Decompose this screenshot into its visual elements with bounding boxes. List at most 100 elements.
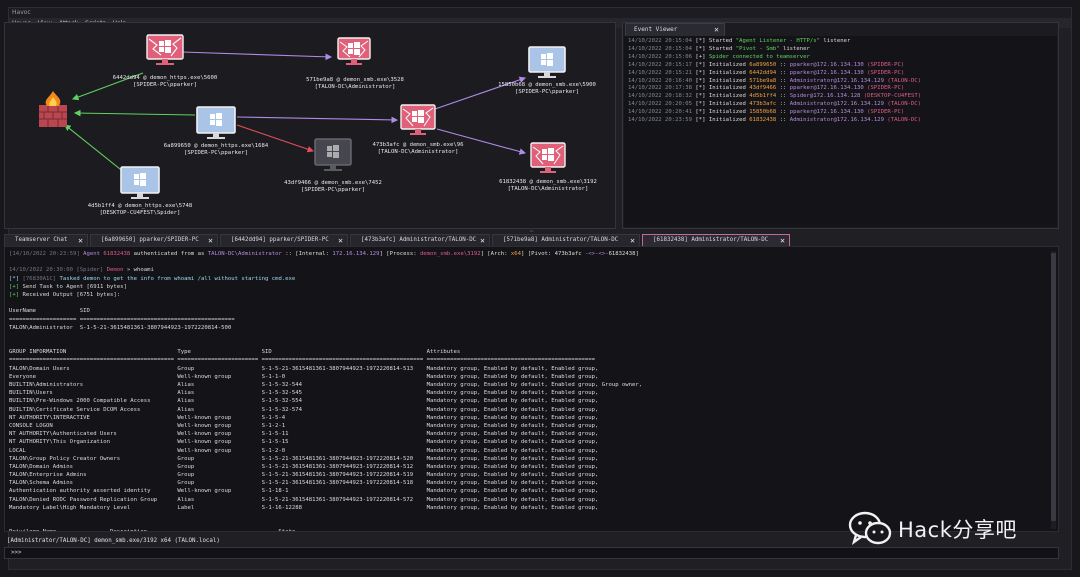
- session-tab[interactable]: [6442dd94] pparker/SPIDER-PC✕: [220, 234, 348, 246]
- splitter-handle[interactable]: ⋯: [530, 228, 534, 235]
- close-icon[interactable]: ✕: [714, 25, 719, 34]
- event-text: ::: [776, 69, 790, 76]
- event-text: Administrator@172.16.134.129: [789, 117, 884, 124]
- console-text: 172.16.134.129: [332, 251, 380, 257]
- event-marker: [*]: [695, 38, 709, 44]
- command-input[interactable]: [24, 550, 925, 556]
- event-text: (DESKTOP-CU4FEST): [860, 93, 922, 100]
- agent-console-output[interactable]: [14/10/2022 20:23:59] Agent 61832438 aut…: [4, 246, 1059, 532]
- console-text: [+]: [9, 291, 23, 298]
- console-text: Received Output [6751 bytes]:: [22, 291, 121, 298]
- agent-node-4d5b1ff4[interactable]: [120, 166, 160, 199]
- agent-node-43df9466[interactable]: [314, 138, 352, 171]
- scrollbar-thumb[interactable]: [1051, 253, 1056, 521]
- session-tab-label: [473b3afc] Administrator/TALON-DC: [361, 237, 477, 243]
- close-icon[interactable]: ✕: [480, 236, 485, 245]
- agent-node-6442dd94[interactable]: [146, 34, 184, 65]
- console-line: NT AUTHORITY\This Organization Well-know…: [9, 438, 1046, 446]
- console-text: UserName SID: [9, 308, 90, 315]
- console-line: LOCAL Well-known group S-1-2-0 Mandatory…: [9, 447, 1046, 455]
- console-text: ] [Process:: [379, 251, 420, 257]
- event-marker: [*]: [695, 109, 709, 116]
- session-tab[interactable]: [473b3afc] Administrator/TALON-DC✕: [350, 234, 490, 246]
- event-timestamp: 14/10/2022 20:15:06: [628, 53, 696, 60]
- agent-node-473b3afc[interactable]: [400, 104, 436, 135]
- agent-status-line: [Administrator/TALON-DC] demon_smb.exe/3…: [7, 538, 220, 544]
- agent-node-6a899650[interactable]: [196, 106, 236, 139]
- event-marker: [*]: [695, 45, 709, 52]
- session-tab[interactable]: Teamserver Chat ✕: [4, 234, 88, 246]
- event-timestamp: 14/10/2022 20:16:40: [628, 77, 696, 84]
- console-text: TALON-DC\Administrator: [207, 251, 282, 257]
- close-icon[interactable]: ✕: [780, 236, 785, 245]
- console-line: Everyone Well-known group S-1-1-0 Mandat…: [9, 373, 1046, 381]
- event-text: 6a899650: [749, 61, 777, 68]
- event-log[interactable]: 14/10/2022 20:15:04 [*] Started "Agent L…: [624, 36, 1057, 227]
- console-text: TALON\Administrator S-1-5-21-3615481361-…: [9, 324, 232, 331]
- session-tab[interactable]: [6a899650] pparker/SPIDER-PC✕: [90, 234, 218, 246]
- node-label-473b3afc: 473b3afc @ demon_smb.exe\96 [TALON-DC\Ad…: [372, 142, 464, 155]
- close-icon[interactable]: ✕: [630, 236, 635, 245]
- session-tab[interactable]: [61832438] Administrator/TALON-DC✕: [642, 234, 790, 246]
- close-icon[interactable]: ✕: [338, 236, 343, 245]
- console-line: TALON\Domain Users Group S-1-5-21-361548…: [9, 365, 1046, 373]
- event-text: Initialized: [708, 117, 750, 124]
- console-line: [*] [76830A1C] Tasked demon to get the i…: [9, 275, 1046, 283]
- event-text: Initialized: [708, 77, 750, 84]
- console-text: TALON\Group Policy Creator Owners Group …: [9, 455, 599, 462]
- agent-node-15850b68[interactable]: [528, 46, 566, 78]
- session-graph-canvas: [39, 34, 566, 199]
- event-log-line: 14/10/2022 20:15:04 [*] Started "Agent L…: [628, 38, 1053, 46]
- console-text: authenticated from as: [130, 251, 208, 257]
- agent-node-571be9a8[interactable]: [337, 37, 371, 65]
- event-text: ::: [776, 93, 790, 100]
- console-text: 61832438]: [608, 251, 639, 257]
- event-text: pparker@172.16.134.130: [789, 61, 864, 68]
- session-graph[interactable]: 6442dd94 @ demon_https.exe\5600 [SPIDER-…: [4, 22, 616, 229]
- console-text: -<>-<>-: [584, 251, 609, 257]
- console-line: NT AUTHORITY\Authenticated Users Well-kn…: [9, 430, 1046, 438]
- event-log-line: 14/10/2022 20:15:17 [*] Initialized 6a89…: [628, 62, 1053, 70]
- console-text: ==================== ===================…: [9, 316, 235, 323]
- event-timestamp: 14/10/2022 20:15:21: [628, 69, 696, 76]
- console-line: TALON\Administrator S-1-5-21-3615481361-…: [9, 324, 1046, 332]
- event-text: ::: [776, 61, 790, 68]
- console-line: TALON\Denied RODC Password Replication G…: [9, 496, 1046, 504]
- console-text: x64: [510, 251, 521, 257]
- event-timestamp: 14/10/2022 20:23:59: [628, 117, 696, 124]
- tab-event-viewer[interactable]: Event Viewer ✕: [625, 23, 725, 36]
- console-scrollbar[interactable]: [1051, 251, 1056, 529]
- event-text: Initialized: [708, 85, 750, 92]
- console-line: BUILTIN\Pre-Windows 2000 Compatible Acce…: [9, 397, 1046, 405]
- console-text: NT AUTHORITY\This Organization Well-know…: [9, 439, 599, 446]
- event-text: ::: [776, 109, 790, 116]
- session-tab[interactable]: [571be9a8] Administrator/TALON-DC✕: [492, 234, 640, 246]
- event-timestamp: 14/10/2022 20:20:05: [628, 101, 696, 108]
- event-marker: [*]: [695, 61, 709, 68]
- session-tab-label: Teamserver Chat: [15, 237, 68, 243]
- close-icon[interactable]: ✕: [78, 236, 83, 245]
- graph-links: [64, 51, 527, 174]
- event-log-line: 14/10/2022 20:17:38 [*] Initialized 43df…: [628, 85, 1053, 93]
- console-text: LOCAL Well-known group S-1-2-0 Mandatory…: [9, 447, 599, 454]
- console-line: [+] Received Output [6751 bytes]:: [9, 291, 1046, 299]
- node-label-6442dd94: 6442dd94 @ demon_https.exe\5600 [SPIDER-…: [112, 75, 218, 88]
- event-text: Spider connected to teamserver: [708, 53, 810, 60]
- console-text: Everyone Well-known group S-1-1-0 Mandat…: [9, 373, 599, 380]
- event-text: Initialized: [708, 101, 750, 108]
- event-log-line: 14/10/2022 20:18:32 [*] Initialized 4d5b…: [628, 93, 1053, 101]
- console-text: TALON\Schema Admins Group S-1-5-21-36154…: [9, 480, 599, 487]
- close-icon[interactable]: ✕: [208, 236, 213, 245]
- command-input-box[interactable]: >>>: [4, 547, 1059, 559]
- event-marker: [*]: [695, 85, 709, 92]
- event-timestamp: 14/10/2022 20:17:38: [628, 85, 696, 92]
- event-text: (SPIDER-PC): [863, 85, 905, 92]
- firewall-icon[interactable]: [39, 91, 67, 127]
- console-text: [+]: [9, 283, 23, 290]
- event-timestamp: 14/10/2022 20:18:32: [628, 93, 696, 100]
- event-log-line: 14/10/2022 20:20:05 [*] Initialized 473b…: [628, 101, 1053, 109]
- event-timestamp: 14/10/2022 20:15:17: [628, 61, 696, 68]
- console-text: TALON\Denied RODC Password Replication G…: [9, 496, 599, 503]
- console-line: BUILTIN\Certificate Service DCOM Access …: [9, 406, 1046, 414]
- agent-node-61832438[interactable]: [530, 142, 566, 173]
